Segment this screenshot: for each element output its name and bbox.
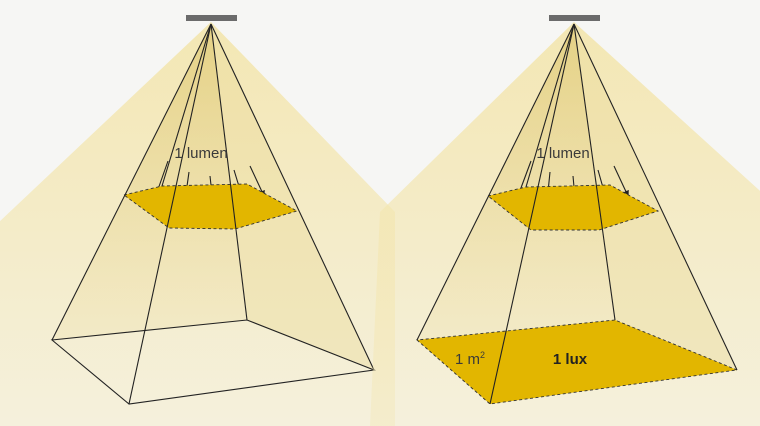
lamp: [549, 15, 600, 21]
diagram-right: 1 lumen 1 m2 1 lux: [370, 15, 760, 426]
area-label-text: 1 m: [455, 351, 480, 368]
lamp: [186, 15, 237, 21]
flux-label: 1 lumen: [536, 145, 589, 162]
diagram-left: 1 lumen: [0, 15, 395, 426]
flux-label: 1 lumen: [174, 145, 227, 162]
area-label-superscript: 2: [480, 350, 485, 360]
illuminance-label: 1 lux: [553, 351, 588, 368]
